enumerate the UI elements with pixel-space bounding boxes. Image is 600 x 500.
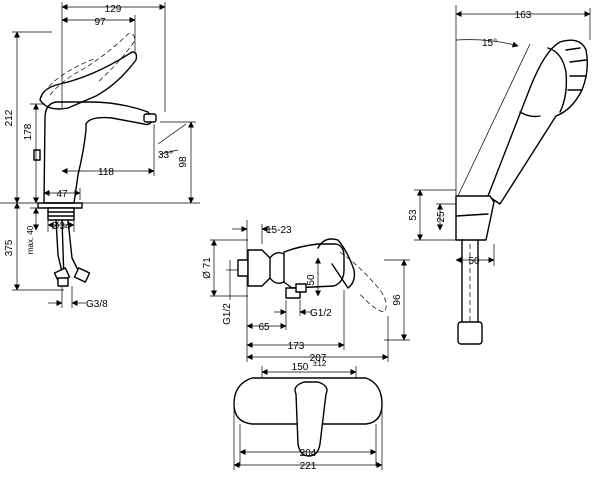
dim-163: 163 <box>515 10 532 21</box>
hand-shower-drawing: 163 15° 53 25 50 <box>408 5 591 345</box>
dim-33-angle: 33° <box>158 150 173 161</box>
dim-25: 25 <box>436 211 447 223</box>
dim-173: 173 <box>288 341 305 352</box>
dim-g12-outlet: G1/2 <box>310 308 332 319</box>
mixer-body <box>43 101 153 204</box>
hose-right <box>67 219 81 275</box>
dim-53: 53 <box>408 209 419 221</box>
dim-375: 375 <box>4 239 15 256</box>
dim-98: 98 <box>178 156 189 168</box>
hose-fitting-right <box>73 267 91 283</box>
basin-mixer-drawing: 129 97 212 178 98 118 33° 47 max. 40 Ø34 <box>0 2 200 310</box>
dim-207: 207 <box>310 353 327 364</box>
dim-150: 150 <box>292 362 309 373</box>
wall-mixer-lever <box>317 238 356 289</box>
dim-g12-inlet: G1/2 <box>222 303 233 325</box>
dim-15-angle: 15° <box>482 38 497 49</box>
dim-204: 204 <box>300 448 317 459</box>
dim-65: 65 <box>258 322 270 333</box>
hand-shower <box>487 39 589 205</box>
dim-96: 96 <box>392 294 403 306</box>
wall-mixer-front-lever <box>294 381 328 457</box>
wall-mixer-side-drawing: 15-23 Ø 71 50 G1/2 G1/2 65 173 <box>202 220 410 364</box>
dim-50-outlet: 50 <box>306 274 317 286</box>
dim-129: 129 <box>105 4 122 15</box>
hose-left <box>55 219 63 273</box>
dim-47: 47 <box>56 189 68 200</box>
dim-97: 97 <box>94 17 106 28</box>
dim-max-40: max. 40 <box>26 225 35 254</box>
dim-212: 212 <box>4 109 15 126</box>
dim-15-23: 15-23 <box>266 225 292 236</box>
mount-shank <box>47 207 75 221</box>
dim-118: 118 <box>98 167 114 178</box>
wall-mixer-front-drawing: 150 ±12 204 221 <box>233 359 383 472</box>
dim-dia-71: Ø 71 <box>202 257 213 279</box>
dim-g38: G3/8 <box>86 299 108 310</box>
wall-mixer-body <box>283 243 345 289</box>
dim-150-tolerance: ±12 <box>313 359 327 368</box>
dim-50-holder: 50 <box>468 256 480 267</box>
aerator <box>143 113 157 123</box>
dim-dia-34: Ø34 <box>52 221 71 232</box>
union-nut <box>247 249 271 287</box>
dim-178: 178 <box>23 123 34 140</box>
hose-fitting-center <box>57 277 69 287</box>
hose-nut <box>457 321 483 345</box>
popup-rod <box>33 149 41 161</box>
dim-221: 221 <box>300 461 317 472</box>
mixer-base <box>37 202 83 209</box>
mixer-lever <box>39 51 138 110</box>
wall-holder <box>455 195 495 241</box>
lever-raised-outline <box>49 33 135 96</box>
wall-connector <box>237 259 249 277</box>
